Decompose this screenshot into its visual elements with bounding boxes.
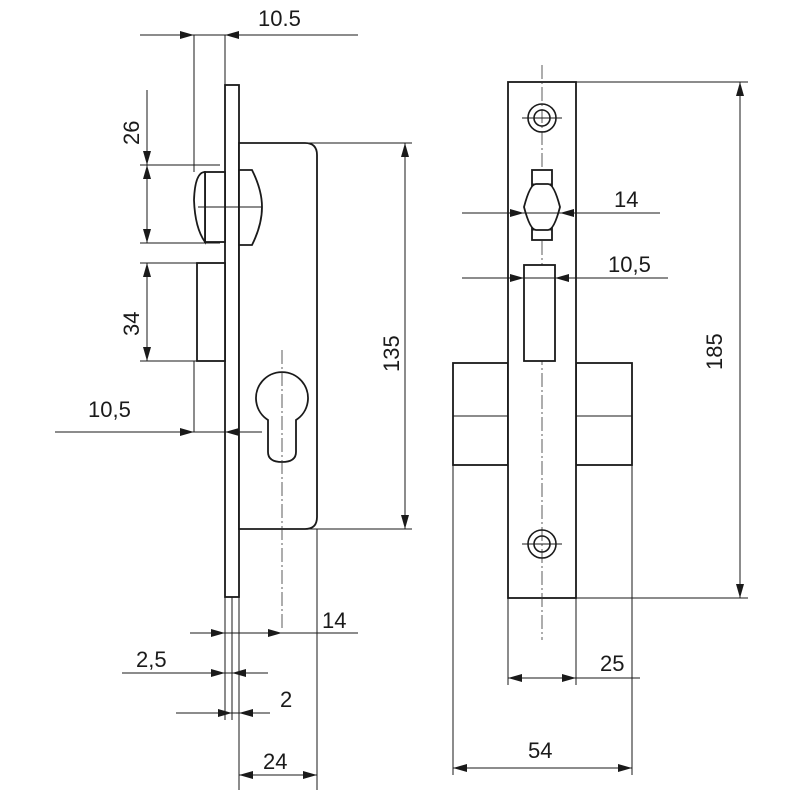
bottom-screw-icon xyxy=(522,529,562,559)
dim-backset-label: 10,5 xyxy=(88,397,131,422)
latch-front xyxy=(523,169,561,241)
deadbolt xyxy=(196,262,226,362)
dim-bolt-throw-label: 54 xyxy=(528,738,552,763)
dim-latch-width-label: 14 xyxy=(614,187,638,212)
front-plate xyxy=(224,84,240,598)
dim-plate-width-label: 25 xyxy=(600,651,624,676)
dim-cylinder-offset-label: 14 xyxy=(322,608,346,633)
side-view: 10.5 26 34 135 10,5 14 2,5 xyxy=(55,6,412,790)
latch xyxy=(193,169,263,246)
bolt-throw-left xyxy=(452,362,509,466)
front-view: 14 10,5 185 25 54 xyxy=(452,65,748,775)
deadbolt-front xyxy=(523,264,556,362)
dim-bolt-width-label: 10,5 xyxy=(608,252,651,277)
bolt-throw-right xyxy=(575,362,633,466)
dim-body-height-label: 135 xyxy=(379,335,404,372)
dim-plate-height-label: 185 xyxy=(702,333,727,370)
dim-latch-label: 26 xyxy=(119,121,144,145)
top-screw-icon xyxy=(522,103,562,133)
dim-plate-thickness-label: 2,5 xyxy=(136,647,167,672)
dim-body-depth-label: 24 xyxy=(263,749,287,774)
dim-bolt-label: 34 xyxy=(119,312,144,336)
dim-front-plate-label: 10.5 xyxy=(258,6,301,31)
dim-gap-label: 2 xyxy=(280,687,292,712)
